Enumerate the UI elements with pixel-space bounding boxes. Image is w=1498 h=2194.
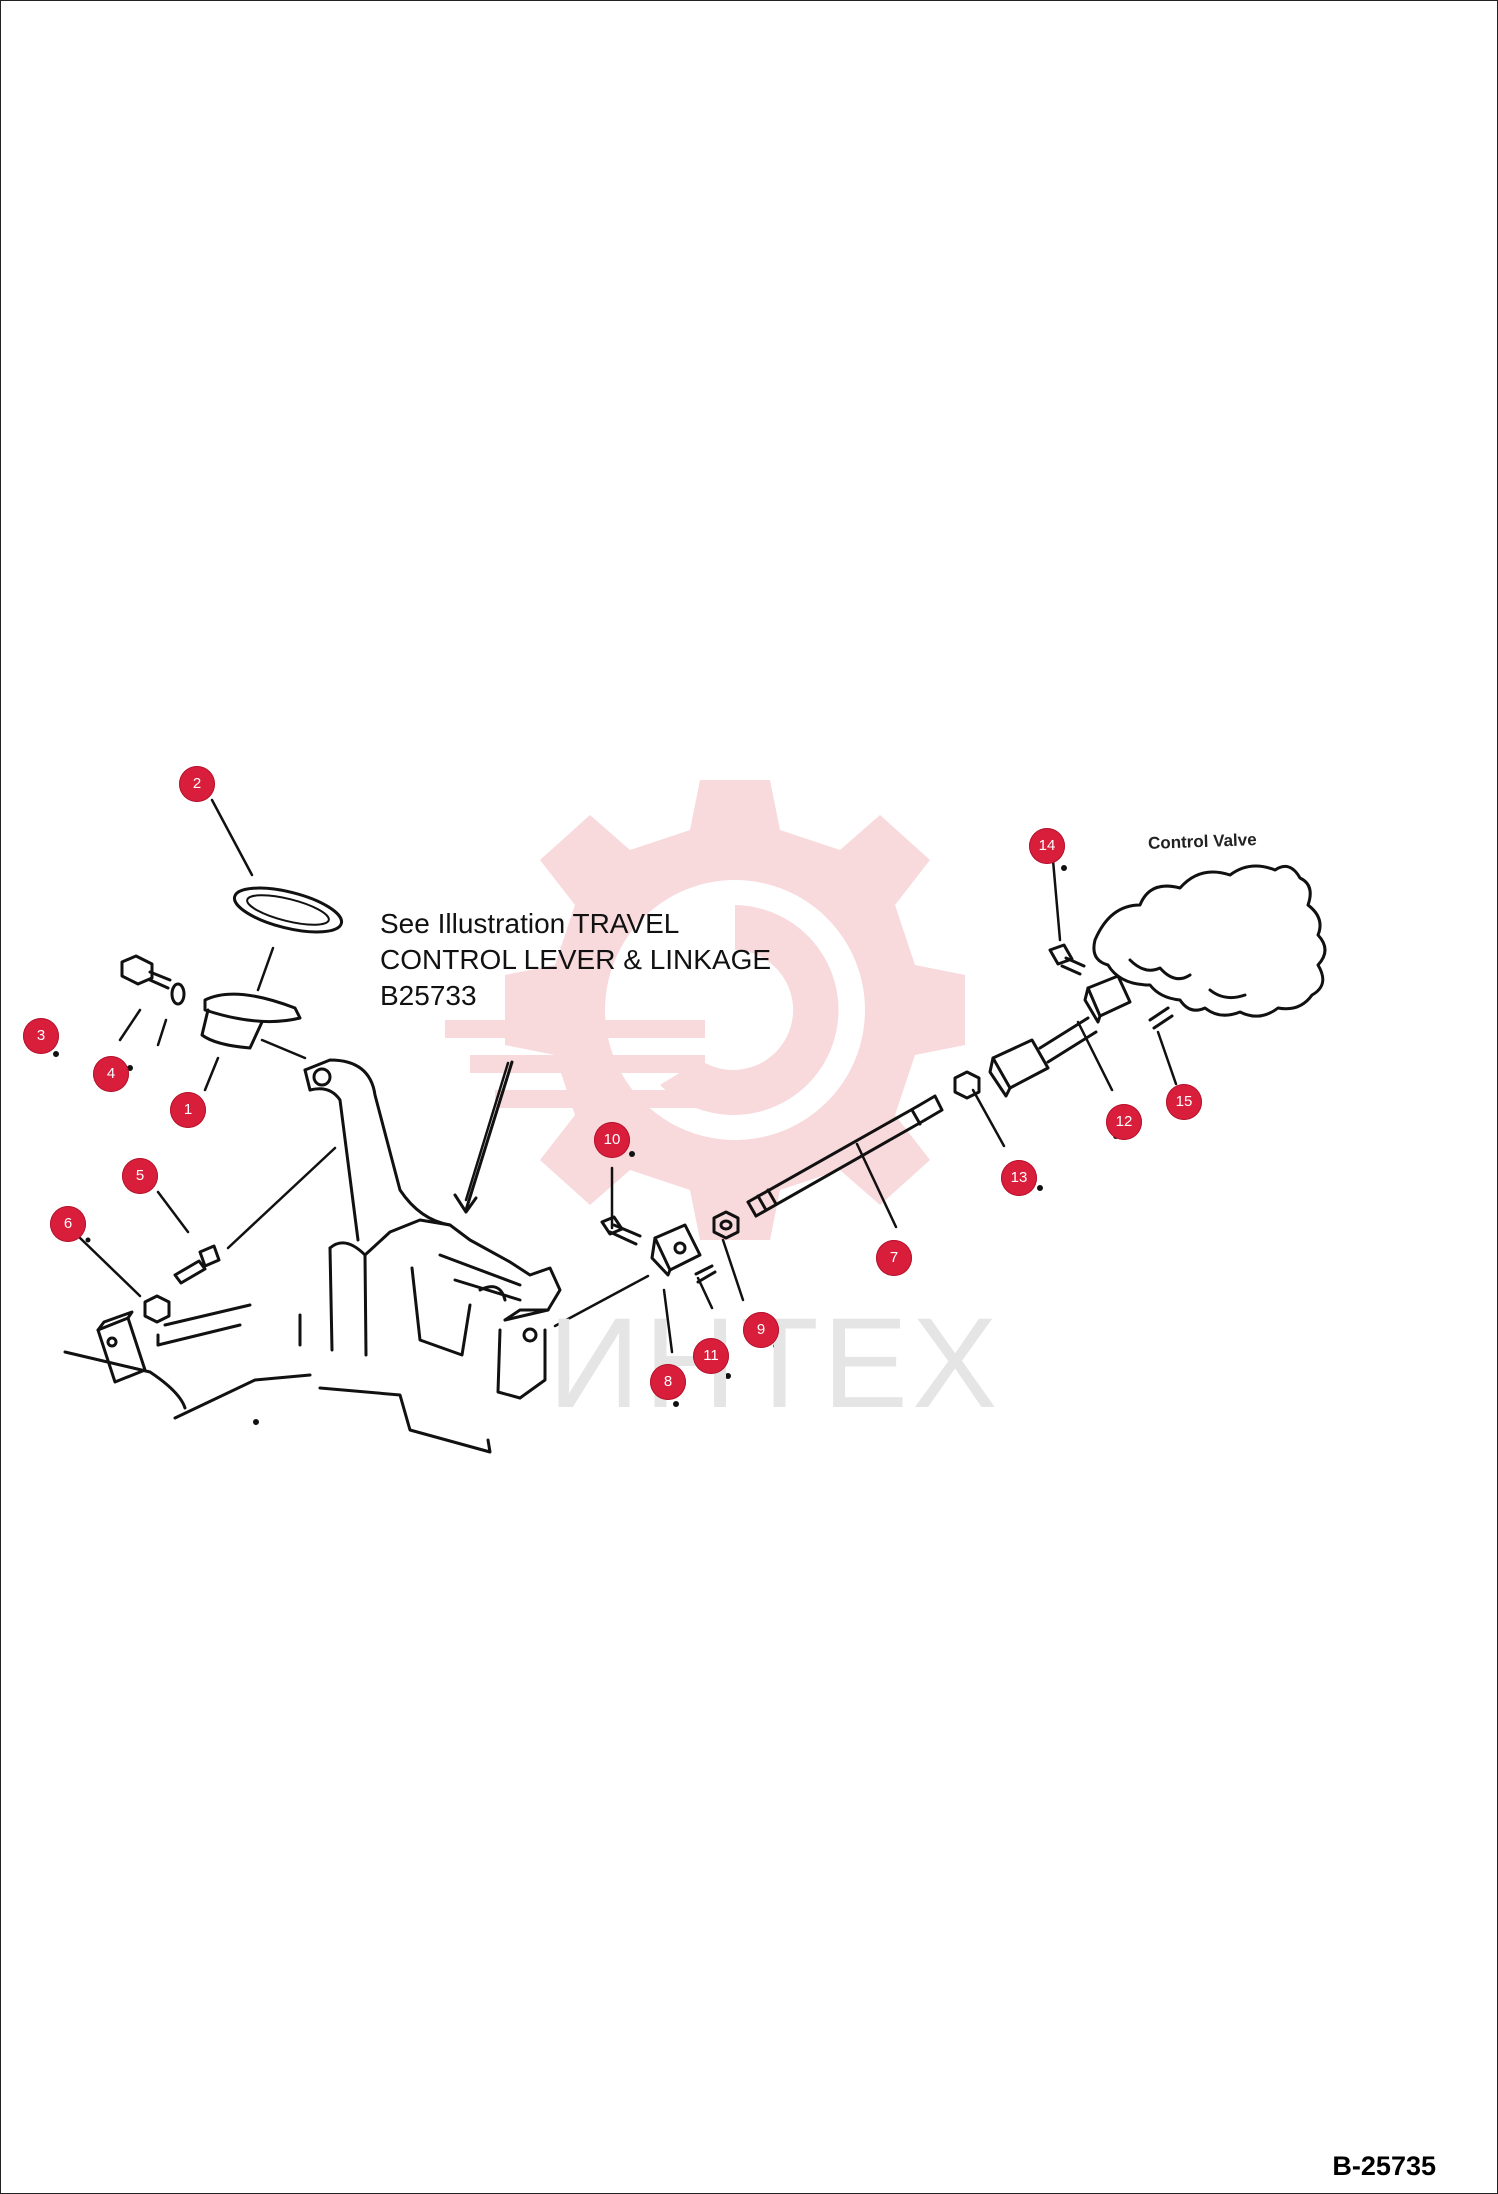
control-valve-label: Control Valve	[1147, 830, 1257, 853]
bolt-5	[173, 1244, 221, 1285]
part-marker-4[interactable]: 4	[93, 1056, 129, 1092]
pedal-arm	[303, 1058, 452, 1242]
part-marker-13[interactable]: 13	[1001, 1160, 1037, 1196]
leader-lines	[76, 798, 1178, 1354]
part-marker-15[interactable]: 15	[1166, 1084, 1202, 1120]
pedal	[200, 992, 302, 1050]
document-id: B-25735	[1332, 2151, 1436, 2181]
callout-line-2: CONTROL LEVER & LINKAGE	[380, 944, 772, 975]
stopper-block	[96, 1310, 147, 1384]
control-valve	[1092, 864, 1327, 1018]
nut-6	[143, 1294, 171, 1324]
nut-9	[712, 1210, 740, 1240]
pin-15	[1148, 1006, 1174, 1030]
part-marker-8[interactable]: 8	[650, 1364, 686, 1400]
part-marker-7[interactable]: 7	[876, 1240, 912, 1276]
pin-11	[694, 1264, 717, 1284]
rod-7	[746, 1094, 944, 1218]
part-marker-6[interactable]: 6	[50, 1206, 86, 1242]
bolt-10	[600, 1215, 642, 1246]
part-marker-3[interactable]: 3	[23, 1018, 59, 1054]
bolt-14	[1048, 943, 1086, 976]
part-marker-5[interactable]: 5	[122, 1158, 158, 1194]
illustration-reference: See Illustration TRAVEL CONTROL LEVER & …	[380, 906, 771, 1014]
base-housing	[318, 1218, 562, 1454]
callout-line-1: See Illustration TRAVEL	[380, 908, 680, 939]
part-marker-2[interactable]: 2	[179, 766, 215, 802]
washer-4	[170, 982, 186, 1006]
bolt-3	[120, 954, 172, 990]
grip-pad	[232, 886, 344, 934]
part-marker-1[interactable]: 1	[170, 1092, 206, 1128]
turnbuckle-12	[988, 974, 1132, 1098]
callout-line-3: B25733	[380, 980, 477, 1011]
nut-13	[953, 1070, 981, 1100]
yoke-8	[650, 1223, 702, 1277]
callout-arrow	[453, 1060, 514, 1214]
base-plate	[63, 1303, 312, 1425]
part-marker-11[interactable]: 11	[693, 1338, 729, 1374]
part-marker-12[interactable]: 12	[1106, 1104, 1142, 1140]
part-marker-9[interactable]: 9	[743, 1312, 779, 1348]
part-marker-14[interactable]: 14	[1029, 828, 1065, 864]
part-marker-10[interactable]: 10	[594, 1122, 630, 1158]
